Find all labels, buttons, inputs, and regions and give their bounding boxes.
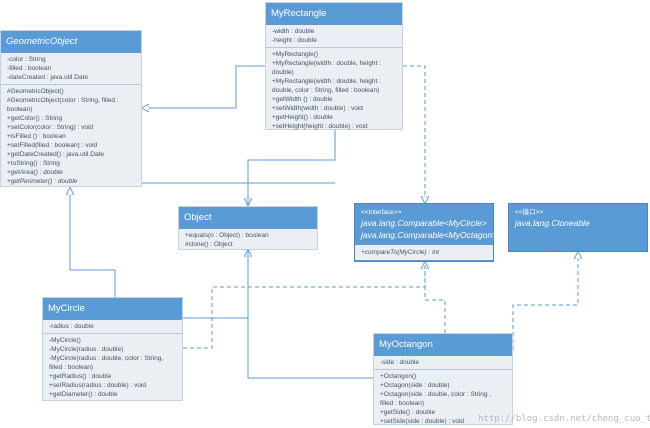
geo-extends-object-line (248, 182, 335, 205)
rect-extends-object-line (247, 130, 336, 205)
field: -dateCreated : java.util.Date (7, 74, 88, 81)
method: double, color : String, filled : boolean… (272, 87, 380, 94)
method: -MyCircle(radius : double, color : Strin… (49, 355, 164, 362)
method: -MyCircle() (49, 337, 81, 344)
method: +setColor(color : String) : void (7, 124, 94, 131)
method: +isFilled () : boolean (7, 133, 66, 140)
method: +toString() : String (7, 160, 60, 167)
oct-implements-cloneable-line (512, 252, 578, 350)
method: -MyCircle(radius : double) (49, 346, 124, 353)
interface-header: <<接口>> java.lang.Cloneable (509, 204, 647, 233)
methods-section: -MyCircle() -MyCircle(radius : double) -… (43, 334, 182, 401)
fields-section: -width : double -height : double (266, 25, 402, 48)
class-title: Object (179, 207, 317, 229)
watermark: http://blog.csdn.net/cheng_cuo_tuo (478, 414, 650, 424)
class-title: MyCircle (43, 298, 182, 320)
circle-implements-comparable-line (183, 262, 425, 349)
circle-extends-object-line (183, 250, 248, 319)
method: +getDateCreated() : java.util.Date (7, 151, 105, 158)
interface-name: java.lang.Comparable<MyCircle> (361, 218, 487, 228)
method: +getDiameter() : double (49, 391, 118, 398)
rect-implements-comparable-line (403, 65, 425, 203)
method: +setWidth(width : double) : void (272, 105, 363, 112)
method: double) (272, 69, 294, 76)
field: -filled : boolean (7, 65, 52, 72)
method: +equals(o : Object) : boolean (185, 232, 269, 239)
interface-name: java.lang.Cloneable (515, 218, 590, 228)
class-geometric-object: GeometricObject -color : String -filled … (0, 30, 142, 187)
method: boolean) (7, 106, 33, 113)
interface-comparable: <<Interface>> java.lang.Comparable<MyCir… (354, 203, 498, 262)
methods-section: +Octangon() +Octagon(side : double) +Oct… (374, 370, 512, 428)
method: +getPerimeter() : double (7, 178, 78, 185)
class-title: GeometricObject (1, 31, 141, 53)
method: +getSide() : double (380, 409, 436, 416)
method: +compareTo(MyCircle) : int (361, 249, 439, 256)
class-title: MyOctangon (374, 334, 512, 356)
method: #GeometricObject() (7, 88, 64, 95)
class-title: MyRectangle (266, 3, 402, 25)
interface-cloneable: <<接口>> java.lang.Cloneable (508, 203, 648, 252)
class-my-circle: MyCircle -radius : double -MyCircle() -M… (42, 297, 183, 401)
fields-section: -side : double (374, 356, 512, 370)
methods-section: +compareTo(MyCircle) : int (355, 245, 493, 260)
method: +MyRectangle() (272, 51, 319, 58)
field: -width : double (272, 28, 315, 35)
method: +getWidth () : double (272, 96, 333, 103)
oct-implements-comparable-line (424, 262, 446, 333)
stereotype-label: <<接口>> (515, 209, 544, 216)
interface-header: <<Interface>> java.lang.Comparable<MyCir… (355, 204, 498, 245)
class-object: Object +equals(o : Object) : boolean #cl… (178, 206, 318, 250)
method: +setRadius(radius : double) : void (49, 382, 147, 389)
method: +getRadius() : double (49, 373, 112, 380)
method: +Octangon() (380, 373, 417, 380)
fields-section: -color : String -filled : boolean -dateC… (1, 53, 141, 85)
field: -side : double (380, 359, 420, 366)
methods-section: #GeometricObject() #GeometricObject(colo… (1, 85, 141, 188)
methods-section: +MyRectangle() +MyRectangle(width : doub… (266, 48, 402, 133)
method: +MyRectangle(width : double, height : (272, 60, 381, 67)
interface-name: java.lang.Comparable<MyOctagon> (361, 230, 498, 240)
method: +MyRectangle(width : double, height : (272, 78, 381, 85)
method: filled : boolean) (49, 364, 94, 371)
rect-extends-geo-line (142, 65, 265, 108)
field: -height : double (272, 37, 317, 44)
circle-extends-geo-line (70, 188, 116, 297)
method: filled : boolean) (380, 400, 425, 407)
method: +setFilled(filed : boolean) : void (7, 142, 98, 149)
method: +getArea() : double (7, 169, 63, 176)
fields-section: -radius : double (43, 320, 182, 334)
method: +Octagon(side : double, color : String , (380, 391, 492, 398)
field: -radius : double (49, 323, 94, 330)
class-my-rectangle: MyRectangle -width : double -height : do… (265, 2, 403, 130)
method: +Octagon(side : double) (380, 382, 450, 389)
method: +getColor() : String (7, 115, 63, 122)
field: -color : String (7, 56, 46, 63)
class-my-octangon: MyOctangon -side : double +Octangon() +O… (373, 333, 513, 425)
method: #GeometricObject(color : String, filled … (7, 97, 119, 104)
method: +setHeight(height : double) : void (272, 123, 368, 130)
methods-section: +equals(o : Object) : boolean #clone() :… (179, 229, 317, 251)
oct-extends-object-line (247, 250, 373, 379)
method: +getHeight() : double (272, 114, 333, 121)
stereotype-label: <<Interface>> (361, 209, 402, 216)
method: +setSide(side : double) : void (380, 418, 465, 425)
method: #clone() : Object (185, 241, 233, 248)
